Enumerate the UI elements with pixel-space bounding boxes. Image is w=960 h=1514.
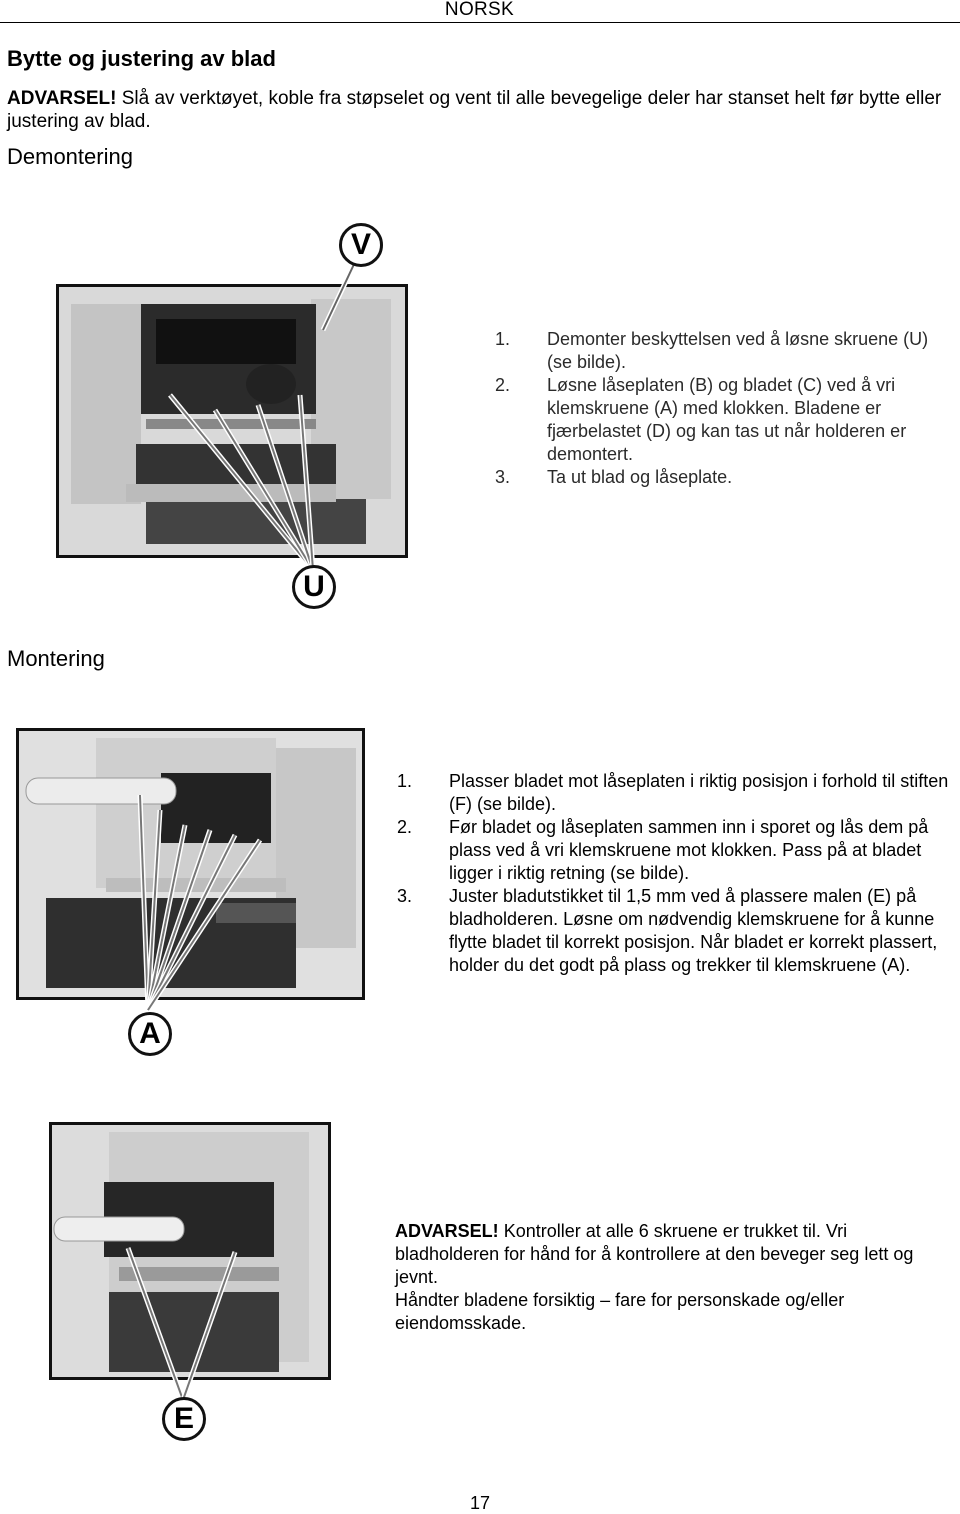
callout-lines-gauge — [125, 1247, 238, 1401]
photo-gauge — [49, 1122, 331, 1380]
page-number: 17 — [469, 1493, 491, 1513]
final-handling-text: Håndter bladene forsiktig – fare for per… — [395, 1290, 845, 1333]
final-warning-text: Kontroller at alle 6 skruene er trukket … — [395, 1221, 914, 1287]
callout-lines-demontering — [168, 258, 359, 572]
header-language: NORSK — [444, 0, 514, 20]
callout-v: V — [339, 223, 383, 267]
callout-u: U — [292, 565, 336, 609]
step-text: Ta ut blad og låseplate. — [547, 467, 733, 487]
list-item: 2. Løsne låseplaten (B) og bladet (C) ved… — [495, 374, 955, 466]
warning-label: ADVARSEL! — [7, 88, 117, 109]
header-divider — [0, 22, 960, 23]
montering-steps: 1. Plasser bladet mot låseplaten i riktig… — [397, 770, 957, 977]
step-number: 2. — [495, 375, 511, 395]
warning-paragraph: ADVARSEL! Slå av verktøyet, koble fra st… — [7, 87, 957, 133]
step-text: Før bladet og låseplaten sammen inn i sp… — [449, 817, 929, 883]
callout-lines-montering — [137, 794, 263, 1012]
list-item: 1. Plasser bladet mot låseplaten i riktig… — [397, 770, 957, 816]
list-item: 1. Demonter beskyttelsen ved å løsne skru… — [495, 328, 955, 374]
section-heading-demontering: Demontering — [7, 144, 133, 169]
photo-demontering — [56, 284, 408, 558]
step-text: Demonter beskyttelsen ved å løsne skruen… — [547, 329, 929, 372]
step-text: Løsne låseplaten (B) og bladet (C) ved å… — [547, 375, 907, 464]
list-item: 3. Ta ut blad og låseplate. — [495, 466, 955, 489]
final-warning: ADVARSEL! Kontroller at alle 6 skruene e… — [395, 1220, 915, 1335]
list-item: 2. Før bladet og låseplaten sammen inn i … — [397, 816, 957, 885]
demontering-steps: 1. Demonter beskyttelsen ved å løsne skru… — [495, 328, 955, 489]
step-text: Juster bladutstikket til 1,5 mm ved å pl… — [449, 886, 938, 975]
warning-text: Slå av verktøyet, koble fra støpselet og… — [7, 88, 942, 132]
step-number: 1. — [397, 771, 413, 791]
step-number: 2. — [397, 817, 413, 837]
callout-a: A — [128, 1012, 172, 1056]
step-number: 3. — [397, 886, 413, 906]
page-title: Bytte og justering av blad — [7, 46, 276, 71]
step-text: Plasser bladet mot låseplaten i riktig p… — [449, 771, 949, 814]
step-number: 1. — [495, 329, 511, 349]
list-item: 3. Juster bladutstikket til 1,5 mm ved å … — [397, 885, 957, 977]
callout-e: E — [162, 1397, 206, 1441]
step-number: 3. — [495, 467, 511, 487]
section-heading-montering: Montering — [7, 646, 105, 671]
final-warning-label: ADVARSEL! — [395, 1221, 499, 1241]
